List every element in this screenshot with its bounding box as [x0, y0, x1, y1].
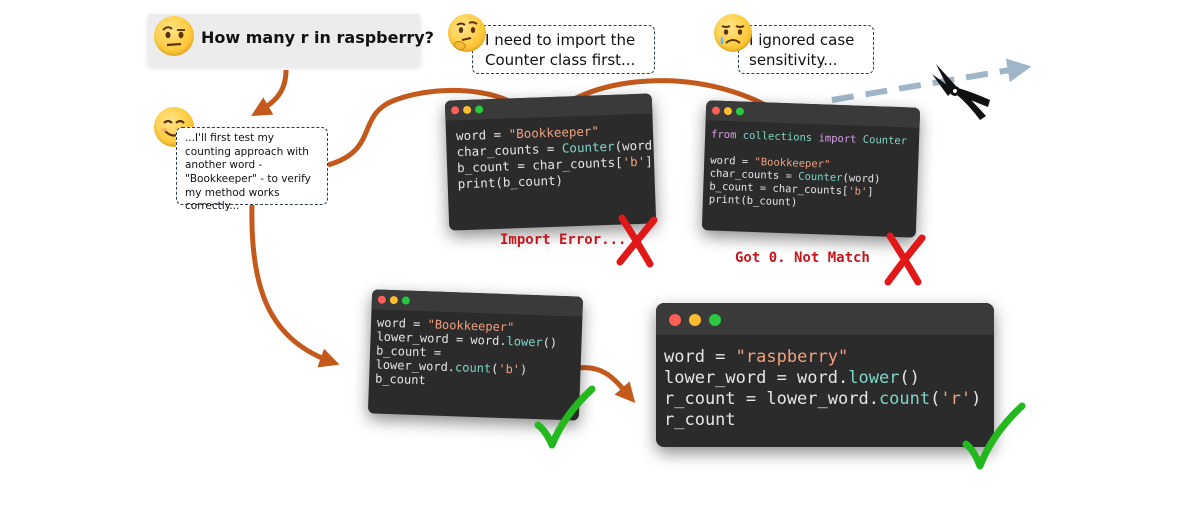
maximize-dot-icon: [709, 314, 721, 326]
code-token: count: [878, 389, 931, 409]
code-token: [710, 141, 717, 153]
code-token: (word): [614, 137, 657, 154]
code-token: ]: [867, 185, 874, 199]
code-token: (word): [842, 172, 881, 186]
attempt2-result-label: Got 0. Not Match: [735, 250, 870, 266]
code-line: lower_word = word.lower(): [664, 368, 986, 389]
code-token: 'r': [940, 389, 972, 409]
sad-tear-face-icon: [714, 14, 752, 52]
code-line: r_count: [664, 410, 986, 431]
code-token: r_count = lower_word.: [664, 389, 879, 409]
code-token: word =: [664, 347, 736, 367]
code-line: word = "raspberry": [664, 347, 986, 368]
code-token: Counter: [798, 170, 843, 185]
code-token: r_count: [664, 410, 736, 430]
code-token: word =: [455, 126, 509, 144]
success-check-icon: [962, 402, 1026, 470]
code-token: lower: [506, 334, 543, 350]
attempt1-code: word = "Bookkeeper"char_counts = Counter…: [445, 113, 657, 200]
code-token: (): [542, 335, 558, 350]
close-dot-icon: [377, 295, 387, 304]
code-token: lower: [848, 368, 900, 388]
code-token: lower_word = word.: [664, 368, 849, 388]
code-token: 'b': [498, 361, 521, 377]
close-dot-icon: [669, 314, 681, 326]
success-check-icon: [534, 385, 596, 449]
code-token: 'b': [622, 153, 646, 170]
code-token: print(b_count): [457, 172, 564, 192]
arrow-plan-to-attempt3: [249, 204, 340, 368]
attempt1-code-window: word = "Bookkeeper"char_counts = Counter…: [444, 93, 657, 231]
code-token: "Bookkeeper": [508, 123, 600, 142]
thinking-face-icon: [448, 14, 486, 52]
thought-import-bubble: I need to import the Counter class first…: [472, 25, 655, 74]
code-token: Counter: [862, 133, 908, 148]
maximize-dot-icon: [474, 105, 484, 114]
minimize-dot-icon: [462, 105, 472, 115]
code-token: from: [710, 128, 743, 142]
code-token: print(b_count): [708, 193, 798, 209]
close-dot-icon: [451, 106, 460, 115]
question-text: How many r in raspberry?: [201, 28, 434, 47]
code-token: ): [971, 389, 982, 409]
minimize-dot-icon: [723, 106, 733, 116]
thought-case-bubble: I ignored case sensitivity...: [738, 25, 874, 74]
attempt2-code: from collections import Counter word = "…: [702, 120, 919, 221]
attempt2-code-window: from collections import Counter word = "…: [701, 100, 921, 238]
code-token: (): [899, 368, 920, 388]
fail-cross-icon: [616, 214, 658, 268]
maximize-dot-icon: [401, 296, 410, 305]
code-token: (: [930, 389, 941, 409]
arrow-attempt3-to-final: [577, 365, 636, 403]
code-token: count: [454, 360, 492, 376]
code-token: import: [818, 132, 863, 146]
plan-bubble: ...I'll first test my counting approach …: [176, 127, 328, 212]
code-token: collections: [742, 129, 819, 145]
code-token: Counter: [561, 138, 615, 156]
code-token: ): [519, 362, 528, 377]
minimize-dot-icon: [689, 314, 701, 326]
code-line: r_count = lower_word.count('r'): [664, 389, 986, 410]
final-code: word = "raspberry"lower_word = word.lowe…: [656, 335, 994, 443]
minimize-dot-icon: [389, 295, 399, 305]
close-dot-icon: [711, 106, 721, 115]
code-token: ]: [644, 153, 653, 169]
pruning-shears-icon: [928, 60, 994, 126]
code-token: word =: [710, 154, 755, 169]
code-token: "raspberry": [735, 347, 849, 367]
arrow-question-to-plan: [251, 69, 289, 117]
window-titlebar: [656, 303, 994, 335]
fail-cross-icon: [884, 232, 926, 286]
raised-eyebrow-face-icon: [154, 16, 194, 56]
maximize-dot-icon: [735, 107, 745, 116]
code-token: b_count: [374, 371, 426, 388]
attempt1-result-label: Import Error...: [500, 232, 627, 248]
code-token: 'b': [848, 185, 868, 198]
final-code-window: word = "raspberry"lower_word = word.lowe…: [656, 303, 994, 447]
